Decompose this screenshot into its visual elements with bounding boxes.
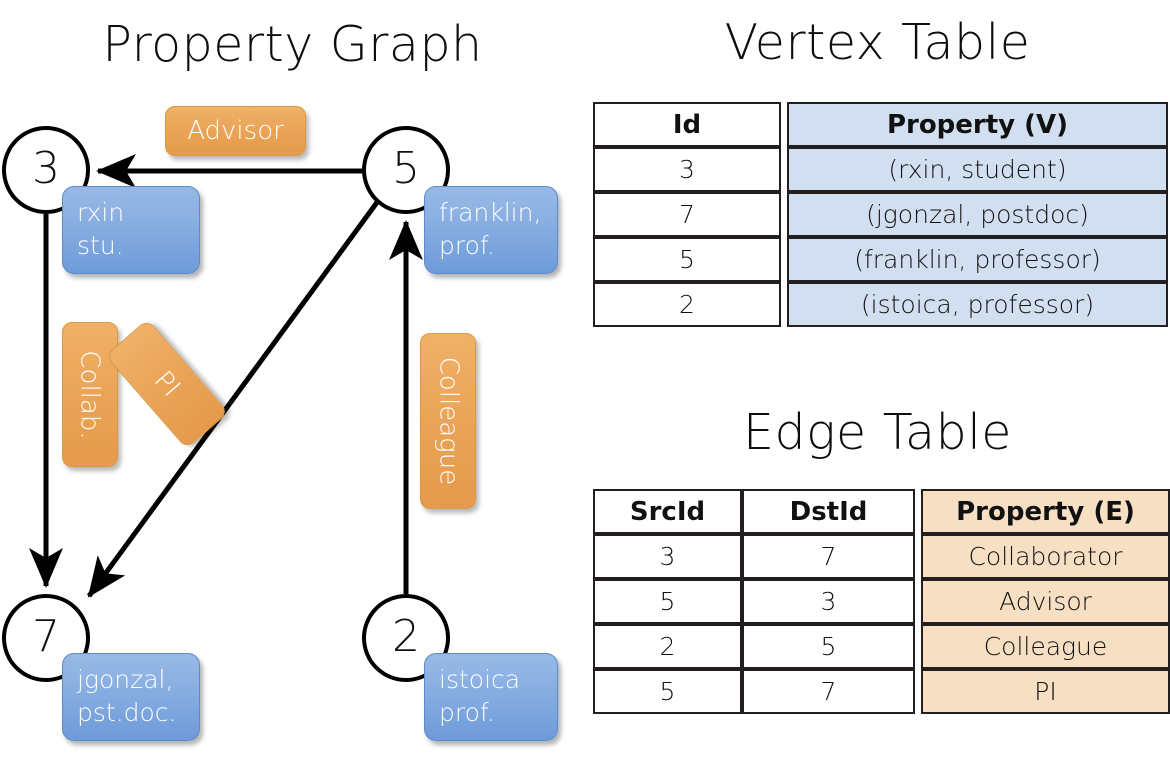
edge-table-row[interactable]: 3 7 Collaborator bbox=[593, 534, 1170, 579]
edge-table-cell-property: PI bbox=[921, 669, 1170, 714]
graph-node-5-label: 5 bbox=[392, 143, 420, 195]
vertex-table-row[interactable]: 2 (istoica, professor) bbox=[593, 282, 1168, 327]
edge-table-cell-dstid: 5 bbox=[742, 624, 915, 669]
page-title-vertex-table: Vertex Table bbox=[724, 14, 1031, 71]
edge-table-row[interactable]: 2 5 Colleague bbox=[593, 624, 1170, 669]
edge-table-cell-srcid: 5 bbox=[593, 579, 742, 624]
edge-table-header-srcid: SrcId bbox=[593, 489, 742, 534]
edge-table-header-row: SrcId DstId Property (E) bbox=[593, 489, 1170, 534]
page-title-property-graph: Property Graph bbox=[102, 16, 483, 73]
vertex-table-cell-property: (rxin, student) bbox=[787, 147, 1168, 192]
vertex-property-box-2: istoica prof. bbox=[424, 653, 558, 741]
property-graph-diagram: 3 5 7 2 rxin stu. franklin, prof. jgonza… bbox=[2, 106, 558, 741]
edge-label-colleague-text: Colleague bbox=[433, 356, 464, 486]
vertex-table-row[interactable]: 7 (jgonzal, postdoc) bbox=[593, 192, 1168, 237]
vertex-table-cell-property: (istoica, professor) bbox=[787, 282, 1168, 327]
edge-label-advisor-text: Advisor bbox=[187, 116, 284, 146]
vertex-table-header-row: Id Property (V) bbox=[593, 102, 1168, 147]
edge-table-header-property: Property (E) bbox=[921, 489, 1170, 534]
vertex-property-box-7-line2: pst.doc. bbox=[77, 697, 177, 727]
edge-table-row[interactable]: 5 7 PI bbox=[593, 669, 1170, 714]
graph-edges-svg bbox=[29, 154, 423, 598]
vertex-table-cell-id: 7 bbox=[593, 192, 781, 237]
edge-label-colleague: Colleague bbox=[420, 333, 476, 509]
edge-label-collab: Collab. bbox=[62, 322, 118, 467]
edge-table-cell-dstid: 7 bbox=[742, 534, 915, 579]
edge-table: SrcId DstId Property (E) 3 7 Collaborato… bbox=[593, 489, 1170, 714]
edge-table-cell-property: Colleague bbox=[921, 624, 1170, 669]
page-title-edge-table: Edge Table bbox=[743, 404, 1012, 461]
edge-5-to-7-pi bbox=[86, 199, 381, 598]
edge-table-cell-srcid: 2 bbox=[593, 624, 742, 669]
vertex-table-header-id: Id bbox=[593, 102, 781, 147]
vertex-property-box-5-line1: franklin, bbox=[439, 198, 542, 227]
vertex-table-cell-id: 3 bbox=[593, 147, 781, 192]
vertex-property-box-2-line2: prof. bbox=[439, 697, 495, 727]
vertex-table-cell-property: (jgonzal, postdoc) bbox=[787, 192, 1168, 237]
edge-table-header-dstid: DstId bbox=[742, 489, 915, 534]
graph-node-5[interactable]: 5 bbox=[362, 126, 450, 214]
graph-node-3-label: 3 bbox=[32, 143, 60, 195]
edge-label-collab-text: Collab. bbox=[75, 349, 105, 440]
edge-table-cell-dstid: 3 bbox=[742, 579, 915, 624]
vertex-property-box-7-line1: jgonzal, bbox=[77, 665, 174, 694]
vertex-table-cell-id: 2 bbox=[593, 282, 781, 327]
edge-table-cell-property: Collaborator bbox=[921, 534, 1170, 579]
vertex-property-box-5-line2: prof. bbox=[439, 230, 495, 260]
edge-table-cell-property: Advisor bbox=[921, 579, 1170, 624]
edge-table-cell-srcid: 3 bbox=[593, 534, 742, 579]
graph-node-2-label: 2 bbox=[392, 611, 420, 663]
vertex-table-cell-property: (franklin, professor) bbox=[787, 237, 1168, 282]
vertex-table-cell-id: 5 bbox=[593, 237, 781, 282]
vertex-table-row[interactable]: 5 (franklin, professor) bbox=[593, 237, 1168, 282]
vertex-table: Id Property (V) 3 (rxin, student) 7 (jgo… bbox=[593, 102, 1168, 327]
vertex-property-box-3: rxin stu. bbox=[62, 186, 200, 274]
vertex-property-box-3-line1: rxin bbox=[77, 198, 125, 227]
graph-node-7-label: 7 bbox=[32, 611, 60, 663]
vertex-property-box-2-line1: istoica bbox=[439, 665, 521, 694]
edge-label-pi-text: PI bbox=[148, 365, 186, 403]
edge-table-cell-srcid: 5 bbox=[593, 669, 742, 714]
edge-table-cell-dstid: 7 bbox=[742, 669, 915, 714]
edge-table-row[interactable]: 5 3 Advisor bbox=[593, 579, 1170, 624]
vertex-property-box-5: franklin, prof. bbox=[424, 186, 558, 274]
vertex-property-box-3-line2: stu. bbox=[77, 230, 124, 260]
vertex-table-header-property: Property (V) bbox=[787, 102, 1168, 147]
graph-node-2[interactable]: 2 bbox=[362, 594, 450, 682]
vertex-table-row[interactable]: 3 (rxin, student) bbox=[593, 147, 1168, 192]
edge-label-advisor: Advisor bbox=[165, 106, 306, 156]
vertex-property-box-7: jgonzal, pst.doc. bbox=[62, 653, 200, 741]
